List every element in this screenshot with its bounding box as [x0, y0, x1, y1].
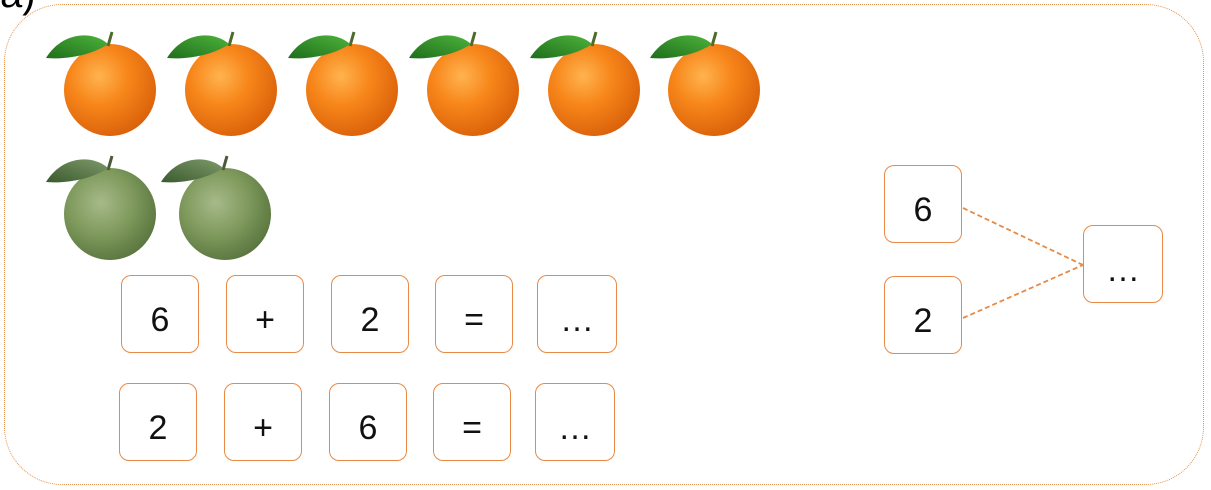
equation-2-operand-b: 6: [329, 383, 407, 461]
equation-1-operator: +: [226, 275, 304, 353]
equation-2-operand-a: 2: [119, 383, 197, 461]
number-bond-part-bottom: 2: [884, 276, 962, 354]
orange-fruit-icon: [646, 24, 766, 136]
green-fruit-icon: [157, 148, 277, 260]
orange-fruit-icon: [405, 24, 525, 136]
equation-1-operand-b: 2: [331, 275, 409, 353]
equation-2-equals: =: [433, 383, 511, 461]
number-bond-part-top: 6: [884, 165, 962, 243]
orange-fruit-icon: [163, 24, 283, 136]
equation-1-operand-a: 6: [121, 275, 199, 353]
number-bond-whole-box[interactable]: …: [1083, 225, 1163, 303]
equation-1-equals: =: [435, 275, 513, 353]
orange-fruit-icon: [284, 24, 404, 136]
green-fruit-icon: [42, 148, 162, 260]
orange-fruit-icon: [526, 24, 646, 136]
equation-1-answer-box[interactable]: …: [537, 275, 617, 353]
equation-2-operator: +: [224, 383, 302, 461]
equation-2-answer-box[interactable]: …: [535, 383, 615, 461]
orange-fruit-icon: [42, 24, 162, 136]
